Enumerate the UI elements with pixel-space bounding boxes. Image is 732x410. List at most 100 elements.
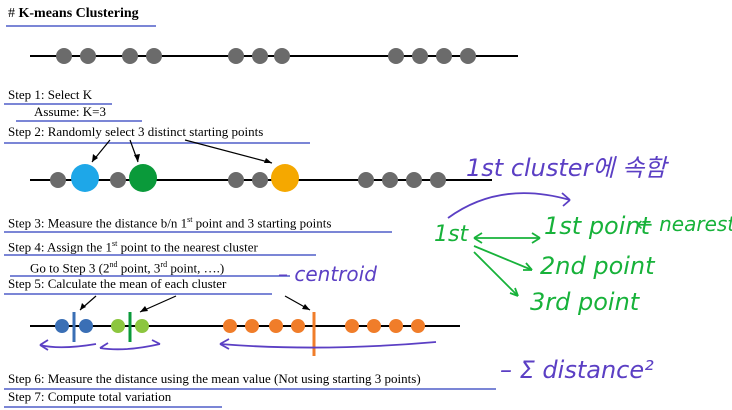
arrow-heads bbox=[473, 232, 541, 244]
arrow bbox=[184, 139, 273, 164]
data-point bbox=[358, 172, 374, 188]
data-point bbox=[460, 48, 476, 64]
data-point bbox=[252, 172, 268, 188]
data-point bbox=[146, 48, 162, 64]
goto-sup-2: rd bbox=[160, 260, 168, 269]
arrow-head bbox=[219, 338, 230, 350]
step5-arrows bbox=[79, 295, 311, 313]
data-point bbox=[252, 48, 268, 64]
data-point bbox=[56, 48, 72, 64]
step-3-underline bbox=[4, 231, 392, 233]
data-point-orange bbox=[223, 319, 237, 333]
row3-points bbox=[55, 319, 425, 333]
data-point-orange bbox=[367, 319, 381, 333]
green-range-arrow bbox=[99, 343, 161, 351]
step-4-sup: st bbox=[112, 239, 118, 248]
step-3-text-b: point and 3 starting points bbox=[192, 215, 332, 231]
data-point bbox=[406, 172, 422, 188]
data-point bbox=[436, 48, 452, 64]
arrow-head bbox=[99, 339, 161, 349]
data-point-blue bbox=[55, 319, 69, 333]
step-4-underline bbox=[4, 254, 316, 256]
handwriting-2nd-point: 2nd point bbox=[540, 252, 655, 280]
data-point-orange bbox=[411, 319, 425, 333]
title-text: K-means Clustering bbox=[18, 6, 139, 21]
step2-arrows bbox=[91, 139, 273, 164]
step-3-text-a: Step 3: Measure the distance b/n 1 bbox=[8, 215, 188, 231]
go-to-step-3: Go to Step 3 (2nd point, 3rd point, ….) bbox=[30, 257, 224, 275]
data-point-blue bbox=[79, 319, 93, 333]
handwriting-3rd-point: 3rd point bbox=[530, 288, 640, 316]
handwriting-sum-distance: – Σ distance² bbox=[500, 356, 654, 384]
step-4-text-a: Step 4: Assign the 1 bbox=[8, 239, 113, 255]
step-3: Step 3: Measure the distance b/n 1st poi… bbox=[8, 212, 331, 230]
goto-text-b: point, 3 bbox=[120, 260, 161, 276]
arrow-head bbox=[509, 287, 519, 297]
arrow-3rd-point bbox=[473, 251, 519, 297]
orange-range-arrow bbox=[219, 341, 437, 349]
data-point-orange bbox=[291, 319, 305, 333]
data-point bbox=[430, 172, 446, 188]
row2-points bbox=[50, 164, 446, 192]
step5-arrowheads bbox=[80, 303, 310, 312]
title-hash: # bbox=[8, 6, 15, 21]
step-7: Step 7: Compute total variation bbox=[8, 389, 172, 404]
step-6: Step 6: Measure the distance using the m… bbox=[8, 371, 421, 386]
blue-range-arrow bbox=[39, 343, 97, 349]
title-underline bbox=[6, 25, 156, 27]
step-3-sup: st bbox=[187, 215, 193, 224]
step-1-assume: Assume: K=3 bbox=[34, 104, 106, 119]
data-point bbox=[122, 48, 138, 64]
data-point bbox=[228, 172, 244, 188]
data-point-orange bbox=[245, 319, 259, 333]
data-point bbox=[228, 48, 244, 64]
starting-point-green bbox=[129, 164, 157, 192]
data-point bbox=[50, 172, 66, 188]
page-title: # K-means Clustering bbox=[8, 6, 139, 22]
go-to-underline bbox=[10, 275, 290, 277]
handwriting-1st-cluster: 1st cluster에 속함 bbox=[466, 154, 667, 182]
step-2-underline bbox=[4, 142, 310, 144]
centroid-markers bbox=[72, 312, 316, 356]
data-point bbox=[412, 48, 428, 64]
green-arrows bbox=[473, 232, 541, 297]
step-5: Step 5: Calculate the mean of each clust… bbox=[8, 276, 227, 291]
data-point bbox=[80, 48, 96, 64]
data-point bbox=[388, 48, 404, 64]
data-point-orange bbox=[269, 319, 283, 333]
step-4: Step 4: Assign the 1st point to the near… bbox=[8, 236, 258, 254]
step-2: Step 2: Randomly select 3 distinct start… bbox=[8, 124, 264, 139]
step-5-underline bbox=[4, 293, 272, 295]
step-1-assume-underline bbox=[16, 120, 142, 122]
arrow-2nd-point bbox=[473, 245, 533, 271]
data-point-green bbox=[135, 319, 149, 333]
curved-arrow bbox=[447, 192, 571, 219]
step-1: Step 1: Select K bbox=[8, 87, 93, 102]
step-6-underline bbox=[4, 388, 496, 390]
arrow-head bbox=[523, 262, 533, 271]
data-point bbox=[382, 172, 398, 188]
handwriting-1st: 1st bbox=[434, 222, 469, 247]
starting-point-blue bbox=[71, 164, 99, 192]
data-point bbox=[110, 172, 126, 188]
handwriting-marks bbox=[39, 192, 571, 351]
data-point bbox=[274, 48, 290, 64]
step-1-underline bbox=[4, 103, 112, 105]
starting-point-orange bbox=[271, 164, 299, 192]
step-4-text-b: point to the nearest cluster bbox=[117, 239, 258, 255]
goto-text-c: point, ….) bbox=[170, 260, 225, 276]
data-point-orange bbox=[389, 319, 403, 333]
goto-sup-1: nd bbox=[109, 260, 118, 269]
data-point-orange bbox=[345, 319, 359, 333]
goto-text-a: Go to Step 3 (2 bbox=[30, 260, 110, 276]
step-7-underline bbox=[4, 406, 222, 408]
handwriting-centroid: – centroid bbox=[278, 262, 377, 286]
handwriting-1st-point: 1st point bbox=[544, 212, 651, 240]
handwriting-nearest: ← nearest bbox=[636, 212, 732, 236]
step2-arrowheads bbox=[92, 154, 272, 163]
arrow-head bbox=[561, 192, 571, 207]
row1-points bbox=[56, 48, 476, 64]
arrow-head bbox=[39, 339, 49, 351]
data-point-green bbox=[111, 319, 125, 333]
